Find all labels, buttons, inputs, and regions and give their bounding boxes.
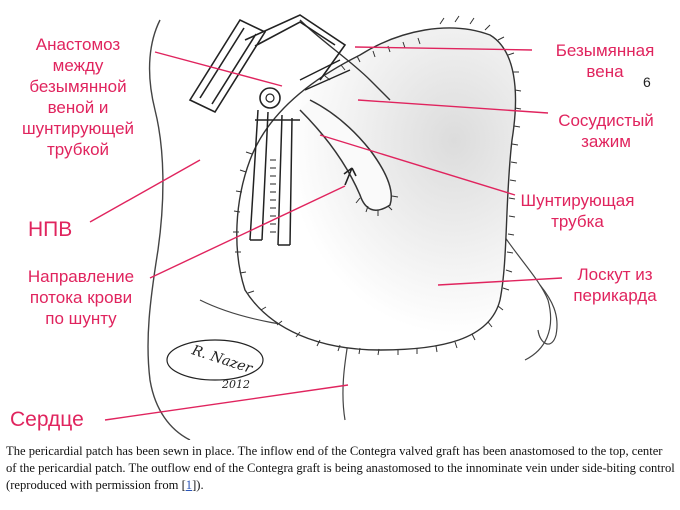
page-number: 6: [643, 74, 651, 90]
vascular-clamp-frame: [188, 14, 347, 114]
anastomosis-ring: [259, 87, 281, 109]
signature-year: 2012: [221, 378, 250, 391]
label-heart: Сердце: [10, 408, 84, 431]
leader-ivc: [89, 159, 201, 223]
caption-text: The pericardial patch has been sewn in p…: [6, 444, 675, 492]
caption-tail: ]).: [192, 478, 204, 492]
label-pericardial-patch: Лоскут из перикарда: [560, 264, 670, 306]
label-line: трубкой: [46, 140, 110, 159]
right-edge-vessel: [537, 284, 558, 345]
pericardium-right-edge: [499, 229, 552, 361]
label-flow-direction: Направление потока крови по шунту: [6, 266, 156, 329]
label-line: перикарда: [573, 286, 657, 305]
label-line: Сосудистый: [558, 111, 654, 130]
label-line: зажим: [581, 132, 631, 151]
label-line: веной и: [47, 98, 109, 117]
label-line: Лоскут из: [577, 265, 653, 284]
shunt-tube: [299, 99, 392, 211]
shunt-tube-stitches: [355, 195, 399, 216]
leader-lines: [89, 46, 563, 421]
label-line: Безымянная: [555, 41, 655, 60]
label-line: безымянной: [29, 77, 127, 96]
forceps-ratchet: [270, 159, 276, 233]
label-vascular-clamp: Сосудистый зажим: [546, 110, 666, 152]
anastomosis-ring-inner: [265, 93, 275, 103]
label-line: по шунту: [45, 309, 117, 328]
label-line: вена: [586, 62, 624, 81]
leader-innominate-vein: [354, 46, 533, 51]
label-line: Шунтирующая: [520, 191, 635, 210]
label-line: шунтирующей: [21, 119, 135, 138]
innominate-vein: [299, 19, 391, 101]
label-shunt-tube: Шунтирующая трубка: [510, 190, 645, 232]
patch-stitches: [233, 15, 522, 356]
leader-shunt-tube: [319, 134, 516, 196]
figure-caption: The pericardial patch has been sewn in p…: [6, 443, 676, 494]
label-line: между: [52, 56, 104, 75]
leader-heart: [104, 384, 349, 421]
label-line: трубка: [551, 212, 604, 231]
vascular-clamp-arm: [299, 59, 351, 91]
flow-arrow: [343, 167, 357, 186]
label-anastomosis: Анастомоз между безымянной веной и шунти…: [8, 34, 148, 160]
signature-oval: [166, 339, 264, 381]
label-ivc: НПВ: [28, 218, 73, 241]
leader-vascular-clamp: [357, 99, 549, 114]
heart-outline: [147, 19, 191, 440]
vein-stitches: [324, 37, 421, 81]
leader-anastomosis: [154, 51, 283, 87]
reference-link[interactable]: 1: [185, 478, 193, 492]
leader-flow-direction: [149, 185, 346, 279]
signature: R. Nazer: [189, 342, 255, 377]
label-line: Анастомоз: [35, 35, 121, 54]
label-line: потока крови: [29, 288, 133, 307]
surgical-illustration: R. Nazer 2012: [89, 14, 563, 440]
leader-pericardial-patch: [437, 277, 563, 286]
forceps: [249, 109, 300, 246]
label-innominate-vein: Безымянная вена: [540, 40, 670, 82]
label-line: Направление: [27, 267, 135, 286]
